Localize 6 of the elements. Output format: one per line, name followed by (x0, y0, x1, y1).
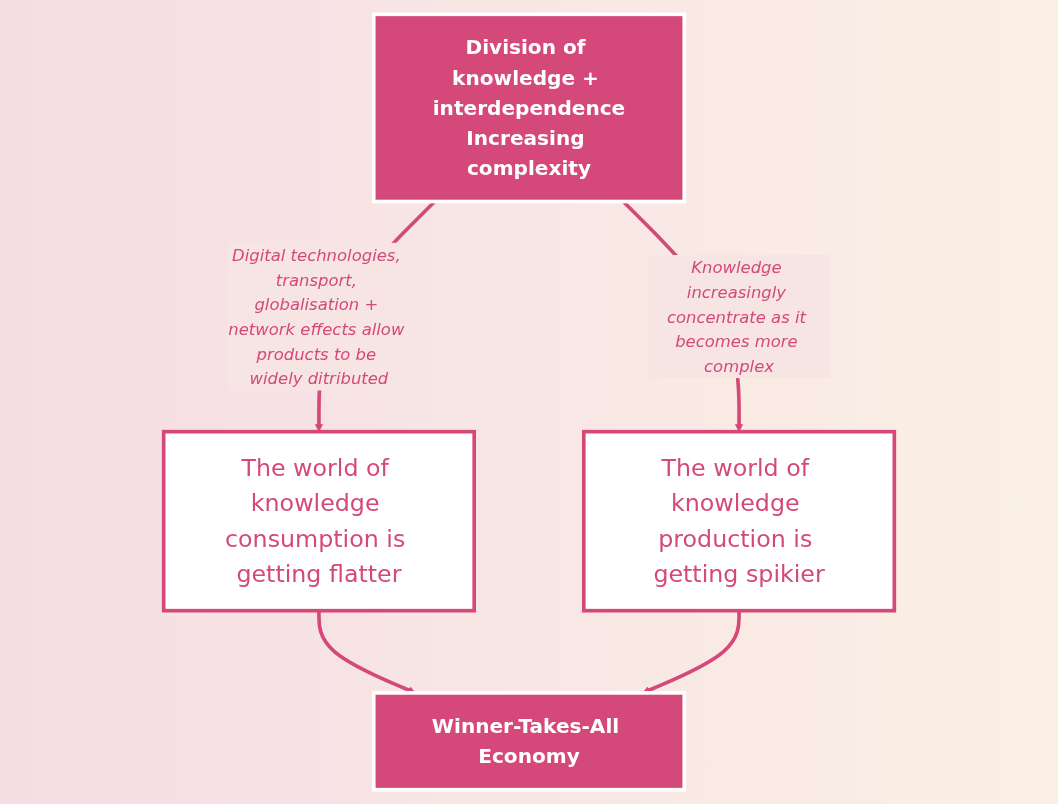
node-box: Winner-Takes-All Economy (371, 691, 687, 792)
node-box: The world of knowledge production is getting spikier (581, 429, 897, 613)
edge-label: Digital technologies, transport, globalisation + network effects allow products to be widely ditributed (228, 245, 405, 388)
node-box: Division of knowledge + interdependence Increasing complexity (371, 12, 687, 204)
node-box: The world of knowledge consumption is getting flatter (161, 429, 477, 613)
edge-label: Knowledge increasingly concentrate as it becomes more complex (666, 257, 806, 376)
